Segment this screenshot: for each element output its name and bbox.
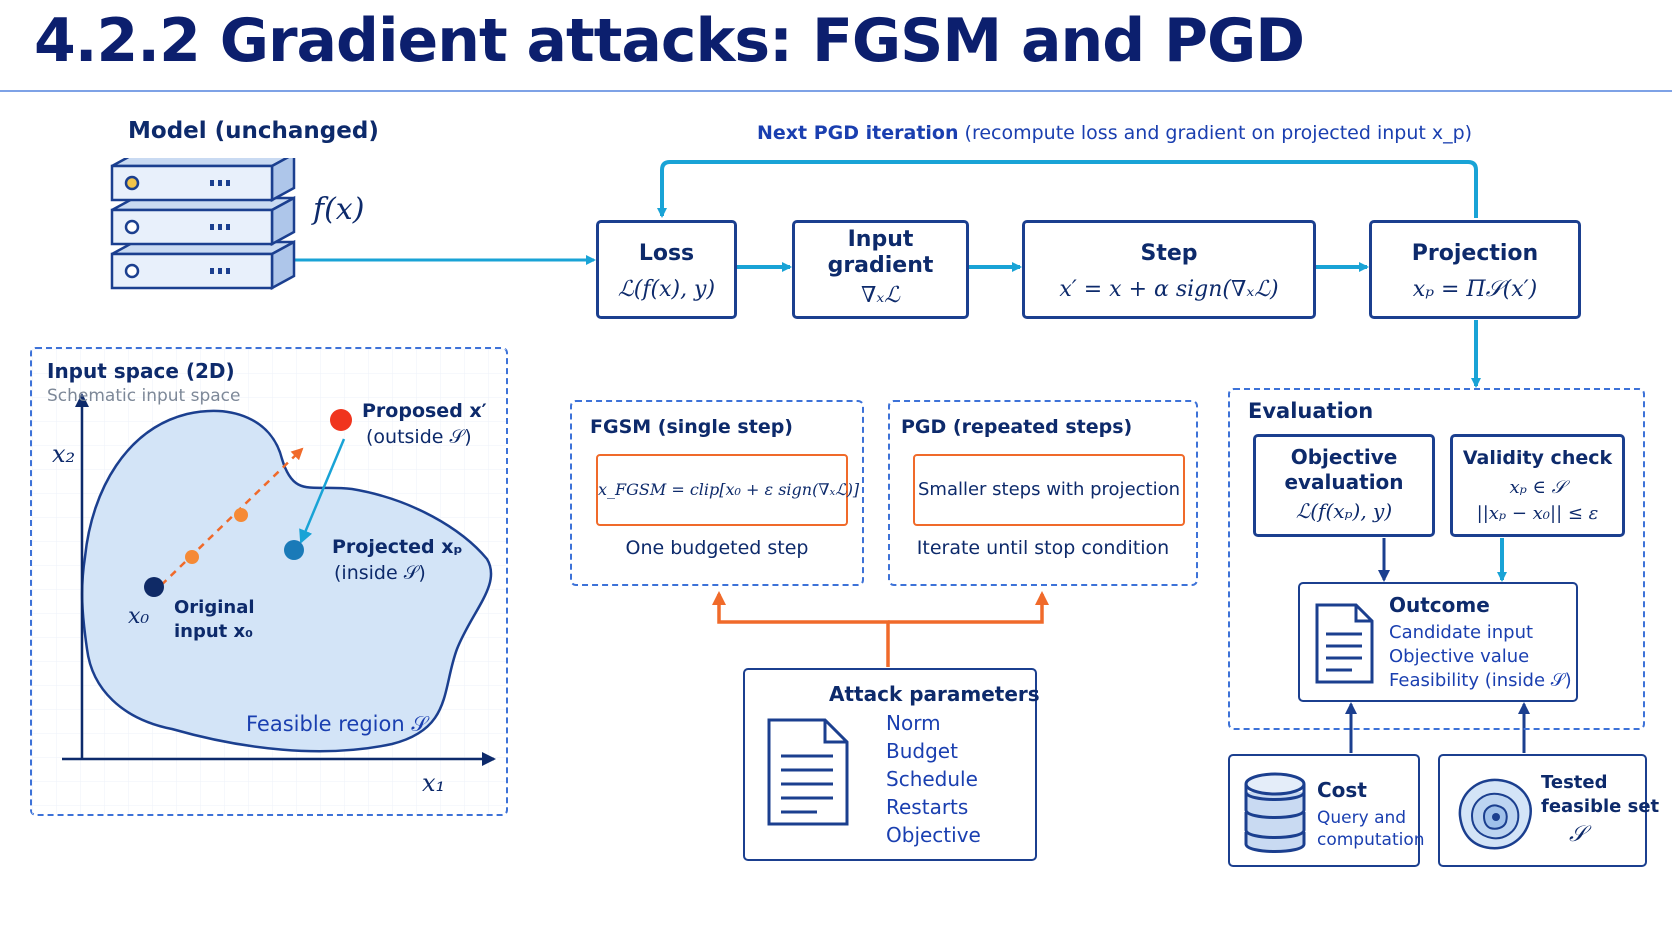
cost-box: Cost Query and computation bbox=[1228, 754, 1425, 867]
projected-point bbox=[284, 540, 304, 560]
arrow-params-to-fgsm bbox=[712, 591, 890, 667]
tested-line2: feasible set bbox=[1541, 796, 1660, 817]
step-box: Step x′ = x + α sign(∇ₓℒ) bbox=[1022, 220, 1316, 319]
validity-check-box: Validity check xₚ ∈ 𝒮 ||xₚ − x₀|| ≤ ε bbox=[1450, 434, 1625, 537]
fgsm-formula-box: x_FGSM = clip[x₀ + ε sign(∇ₓℒ)] bbox=[596, 454, 859, 526]
validity-title: Validity check bbox=[1462, 447, 1613, 469]
pgd-panel bbox=[888, 400, 1198, 586]
intermediate-point-1 bbox=[185, 550, 199, 564]
fgsm-caption: One budgeted step bbox=[625, 537, 809, 559]
projection-formula: xₚ = Π𝒮(x′) bbox=[1412, 277, 1538, 302]
pgd-loop-label: Next PGD iteration (recompute loss and g… bbox=[757, 122, 1472, 144]
loss-title: Loss bbox=[638, 241, 695, 266]
proposed-label-line1: Proposed x′ bbox=[362, 400, 487, 422]
input-space-panel bbox=[30, 347, 508, 816]
cost-line2: computation bbox=[1317, 830, 1425, 850]
document-icon bbox=[767, 718, 849, 826]
outcome-candidate: Candidate input bbox=[1389, 622, 1534, 643]
tested-feasible-set-box: Tested feasible set 𝒮 bbox=[1438, 754, 1659, 867]
proposed-label-line2: (outside 𝒮) bbox=[366, 426, 472, 448]
objective-formula: ℒ(f(xₚ), y) bbox=[1295, 499, 1393, 523]
attack-parameters-title: Attack parameters bbox=[829, 682, 1040, 706]
pgd-method-text: Smaller steps with projection bbox=[917, 479, 1181, 500]
objective-title-line1: Objective bbox=[1290, 445, 1398, 469]
arrow-pgd-loop bbox=[657, 160, 1478, 218]
objective-title-line2: evaluation bbox=[1284, 470, 1404, 494]
pgd-title: PGD (repeated steps) bbox=[901, 416, 1133, 438]
server-stack-icon bbox=[110, 158, 296, 291]
tested-symbol: 𝒮 bbox=[1569, 822, 1587, 847]
gradient-box: Input gradient ∇ₓℒ bbox=[792, 220, 969, 319]
outcome-title: Outcome bbox=[1389, 593, 1490, 617]
projection-arrow bbox=[299, 438, 346, 544]
gradient-title-line1: Input bbox=[847, 227, 914, 252]
fgsm-panel bbox=[570, 400, 864, 586]
page-title: 4.2.2 Gradient attacks: FGSM and PGD bbox=[34, 6, 1305, 76]
outcome-box: Outcome Candidate input Objective value … bbox=[1298, 582, 1578, 702]
input-space-subtitle: Schematic input space bbox=[47, 386, 241, 406]
param-schedule: Schedule bbox=[886, 767, 978, 791]
fgsm-title: FGSM (single step) bbox=[590, 416, 793, 438]
tested-line1: Tested bbox=[1541, 772, 1608, 793]
database-icon bbox=[1244, 772, 1306, 853]
input-space-title: Input space (2D) bbox=[47, 359, 235, 383]
pgd-loop-label-rest: (recompute loss and gradient on projecte… bbox=[964, 122, 1473, 144]
cost-title: Cost bbox=[1317, 778, 1367, 802]
validity-line1: xₚ ∈ 𝒮 bbox=[1509, 477, 1566, 498]
param-budget: Budget bbox=[886, 739, 958, 763]
projected-label-line1: Projected xₚ bbox=[332, 536, 463, 558]
loss-box: Loss ℒ(f(x), y) bbox=[596, 220, 737, 319]
pgd-caption: Iterate until stop condition bbox=[916, 537, 1170, 559]
model-label: Model (unchanged) bbox=[128, 118, 379, 144]
outcome-objective: Objective value bbox=[1389, 646, 1530, 667]
title-divider bbox=[0, 90, 1672, 92]
original-point bbox=[144, 577, 164, 597]
x0-label: x₀ bbox=[128, 604, 150, 629]
cost-line1: Query and bbox=[1317, 808, 1407, 828]
arrow-params-to-pgd bbox=[888, 591, 1049, 624]
model-formula: f(x) bbox=[313, 192, 365, 227]
param-objective: Objective bbox=[886, 823, 981, 847]
step-formula: x′ = x + α sign(∇ₓℒ) bbox=[1059, 277, 1279, 302]
loss-formula: ℒ(f(x), y) bbox=[617, 277, 716, 302]
projection-title: Projection bbox=[1411, 241, 1539, 266]
intermediate-point-2 bbox=[234, 508, 248, 522]
original-label-line2: input x₀ bbox=[174, 621, 254, 642]
evaluation-title: Evaluation bbox=[1248, 399, 1374, 423]
feasible-region bbox=[80, 409, 493, 753]
x2-axis-label: x₂ bbox=[52, 440, 76, 468]
gradient-formula: ∇ₓℒ bbox=[860, 283, 900, 308]
gradient-title-line2: gradient bbox=[827, 253, 934, 278]
step-title: Step bbox=[1140, 241, 1198, 266]
attack-parameters-box: Attack parameters Norm Budget Schedule R… bbox=[743, 668, 1040, 861]
param-norm: Norm bbox=[886, 711, 941, 735]
evaluation-panel bbox=[1228, 388, 1645, 730]
pgd-method-box: Smaller steps with projection bbox=[913, 454, 1185, 526]
report-icon bbox=[1315, 603, 1374, 684]
x1-axis-label: x₁ bbox=[422, 769, 446, 797]
gradient-step-path bbox=[151, 447, 304, 595]
validity-line2: ||xₚ − x₀|| ≤ ε bbox=[1476, 503, 1599, 524]
original-label-line1: Original bbox=[174, 597, 255, 618]
feasible-region-label: Feasible region 𝒮 bbox=[246, 712, 428, 736]
proposed-point bbox=[330, 409, 352, 431]
param-restarts: Restarts bbox=[886, 795, 969, 819]
projection-box: Projection xₚ = Π𝒮(x′) bbox=[1369, 220, 1581, 319]
pgd-loop-label-bold: Next PGD iteration bbox=[757, 122, 959, 144]
outcome-feasibility: Feasibility (inside 𝒮) bbox=[1389, 670, 1572, 691]
input-space-plot bbox=[32, 349, 506, 814]
contour-icon bbox=[1458, 778, 1532, 850]
objective-evaluation-box: Objective evaluation ℒ(f(xₚ), y) bbox=[1253, 434, 1435, 537]
fgsm-formula: x_FGSM = clip[x₀ + ε sign(∇ₓℒ)] bbox=[598, 480, 860, 499]
projected-label-line2: (inside 𝒮) bbox=[334, 562, 426, 584]
